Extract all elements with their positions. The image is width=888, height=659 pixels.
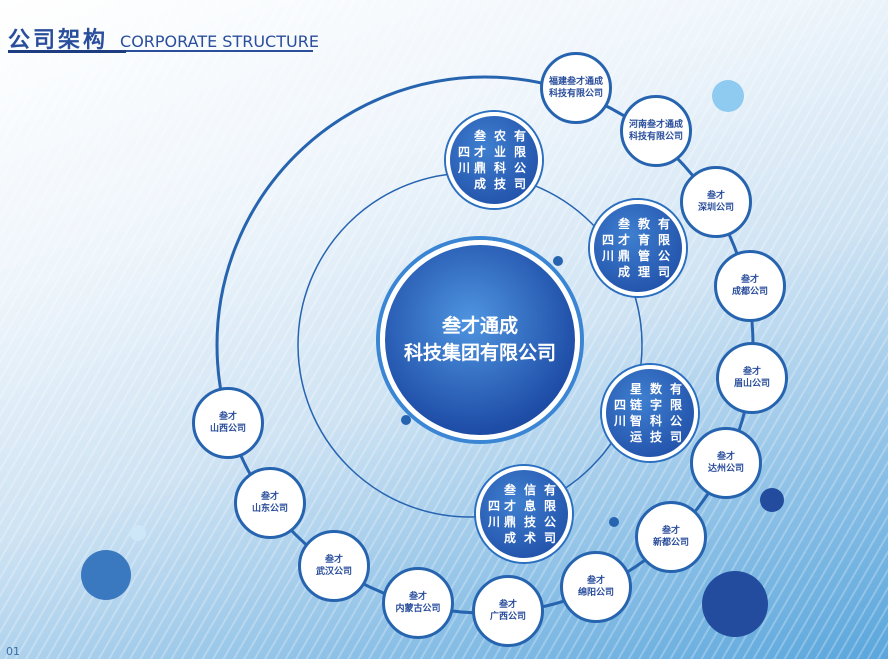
branch-label: 叁才 bbox=[716, 451, 735, 462]
branch-node[interactable]: 叁才山西公司 bbox=[192, 387, 264, 459]
subsidiary-label: 有限公司 bbox=[514, 128, 527, 192]
subsidiary-label: 教育管理 bbox=[638, 216, 651, 280]
branch-label: 叁才 bbox=[408, 591, 427, 602]
subsidiary-label: 四川 bbox=[602, 232, 615, 263]
branch-label: 广西公司 bbox=[489, 612, 526, 622]
decor-dot bbox=[712, 80, 744, 112]
subsidiary-label: 农业科技 bbox=[494, 128, 507, 192]
decor-dot bbox=[760, 488, 784, 512]
branch-label: 福建叁才通成 bbox=[548, 76, 603, 87]
decor-dot bbox=[609, 517, 619, 527]
subsidiary-label: 叁才鼎成 bbox=[474, 128, 487, 192]
branch-label: 山西公司 bbox=[209, 424, 246, 434]
title-en: CORPORATE STRUCTURE bbox=[120, 32, 319, 51]
branch-label: 叁才 bbox=[260, 491, 279, 502]
branch-label: 绵阳公司 bbox=[577, 588, 614, 598]
hq-name-line1: 叁才通成 bbox=[441, 315, 518, 338]
subsidiary-label: 有限公司 bbox=[670, 381, 683, 445]
branch-label: 山东公司 bbox=[251, 504, 288, 514]
branch-label: 叁才 bbox=[498, 599, 517, 610]
decor-dot bbox=[81, 550, 131, 600]
branch-node[interactable]: 叁才新都公司 bbox=[635, 501, 707, 573]
subsidiary-label: 四川 bbox=[488, 498, 501, 529]
branch-label: 叁才 bbox=[661, 525, 680, 536]
subsidiary-label: 有限公司 bbox=[544, 482, 557, 546]
branch-node[interactable]: 叁才广西公司 bbox=[472, 575, 544, 647]
subsidiary-label: 四川 bbox=[458, 144, 471, 175]
decor-dot bbox=[130, 525, 146, 541]
title-underline bbox=[8, 50, 313, 52]
branch-label: 河南叁才通成 bbox=[628, 119, 683, 130]
branch-label: 深圳公司 bbox=[697, 203, 734, 213]
branch-label: 新都公司 bbox=[652, 538, 689, 548]
branch-node[interactable]: 叁才内蒙古公司 bbox=[382, 567, 454, 639]
subsidiary-node[interactable]: 四川叁才鼎成信息技术有限公司 bbox=[476, 466, 572, 562]
subsidiary-node[interactable]: 四川叁才鼎成农业科技有限公司 bbox=[446, 112, 542, 208]
subsidiary-node[interactable]: 四川叁才鼎成教育管理有限公司 bbox=[590, 200, 686, 296]
subsidiary-node[interactable]: 四川星链智运数字科技有限公司 bbox=[602, 365, 698, 461]
branch-label: 叁才 bbox=[586, 575, 605, 586]
title-underline-accent bbox=[8, 50, 126, 53]
subsidiary-label: 有限公司 bbox=[658, 216, 671, 280]
page-number: 01 bbox=[6, 645, 20, 658]
decor-dot bbox=[702, 571, 768, 637]
branch-node[interactable]: 河南叁才通成科技有限公司 bbox=[620, 95, 692, 167]
branch-label: 内蒙古公司 bbox=[395, 604, 441, 614]
group-headquarters[interactable]: 叁才通成科技集团有限公司 bbox=[380, 240, 580, 440]
subsidiary-label: 星链智运 bbox=[630, 381, 643, 445]
branch-node[interactable]: 叁才深圳公司 bbox=[680, 166, 752, 238]
subsidiary-label: 叁才鼎成 bbox=[618, 216, 631, 280]
branch-label: 武汉公司 bbox=[315, 567, 352, 577]
branch-node[interactable]: 福建叁才通成科技有限公司 bbox=[540, 52, 612, 124]
branch-label: 成都公司 bbox=[731, 287, 768, 297]
branch-label: 叁才 bbox=[740, 274, 759, 285]
branch-node[interactable]: 叁才达州公司 bbox=[690, 427, 762, 499]
branch-label: 眉山公司 bbox=[733, 379, 770, 389]
branch-label: 叁才 bbox=[218, 411, 237, 422]
branch-label: 科技有限公司 bbox=[548, 89, 603, 99]
branch-node[interactable]: 叁才成都公司 bbox=[714, 250, 786, 322]
branch-label: 叁才 bbox=[324, 554, 343, 565]
branch-node[interactable]: 叁才绵阳公司 bbox=[560, 551, 632, 623]
hq-name-line2: 科技集团有限公司 bbox=[403, 342, 556, 364]
branch-label: 叁才 bbox=[706, 190, 725, 201]
branch-label: 达州公司 bbox=[707, 464, 744, 474]
subsidiary-label: 四川 bbox=[614, 397, 627, 428]
subsidiary-label: 叁才鼎成 bbox=[504, 482, 517, 546]
page-title: 公司架构 CORPORATE STRUCTURE bbox=[8, 22, 319, 54]
branch-node[interactable]: 叁才眉山公司 bbox=[716, 342, 788, 414]
title-cn: 公司架构 bbox=[8, 28, 109, 53]
branch-label: 科技有限公司 bbox=[628, 132, 683, 142]
subsidiary-label: 信息技术 bbox=[524, 482, 537, 546]
subsidiary-label: 数字科技 bbox=[650, 381, 663, 445]
branch-node[interactable]: 叁才山东公司 bbox=[234, 467, 306, 539]
branch-node[interactable]: 叁才武汉公司 bbox=[298, 530, 370, 602]
branch-label: 叁才 bbox=[742, 366, 761, 377]
